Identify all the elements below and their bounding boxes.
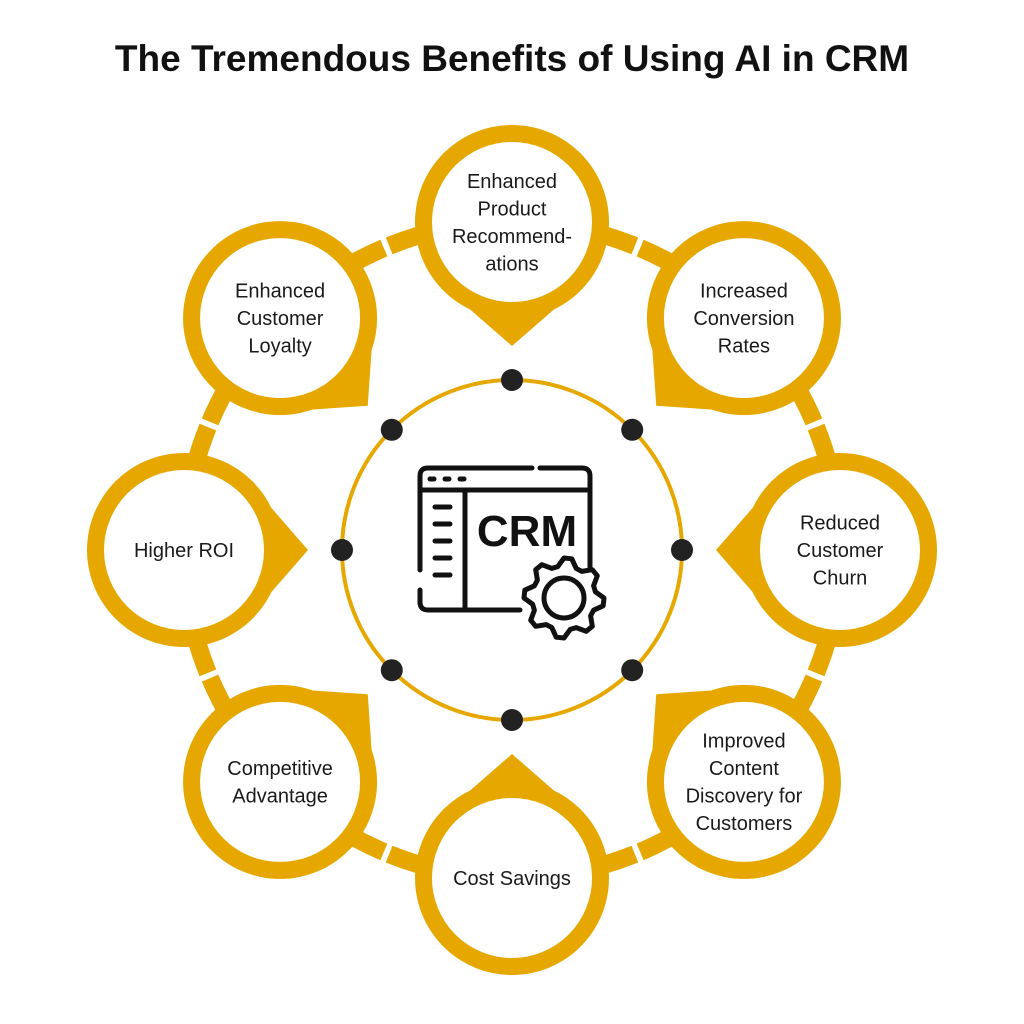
crm-icon-label: CRM [477,507,577,556]
benefit-circle-inner [760,470,920,630]
crm-window-gear-icon [417,465,607,641]
benefit-label: Content [709,758,779,780]
benefit-label: Discovery for [686,786,803,808]
benefit-label: Cost Savings [453,868,571,890]
benefit-circle-inner [200,238,361,399]
benefit-label: Customers [696,813,793,835]
benefit-label: Product [478,198,547,220]
ring-dot [621,418,644,441]
benefit-circle-inner [432,142,592,302]
benefit-label: Conversion [693,308,794,330]
benefit-label: Higher ROI [134,540,234,562]
benefit-label: Customer [237,308,324,330]
benefit-label: ations [485,253,538,275]
benefit-node: Higher ROI [87,423,308,677]
benefit-label: Reduced [800,513,880,535]
benefit-circle-inner [200,701,361,862]
benefit-circle-inner [432,798,592,958]
benefit-circle-inner [663,238,824,399]
ring-dot [621,659,644,682]
benefit-label: Enhanced [467,171,557,193]
ring-dot [671,539,693,561]
benefit-label: Loyalty [248,336,311,358]
benefit-label: Advantage [232,786,328,808]
benefit-label: Enhanced [235,281,325,303]
benefit-circle-inner [104,470,264,630]
benefit-circle-inner [663,701,824,862]
benefit-label: Improved [702,731,785,753]
benefit-label: Rates [718,336,770,358]
ring-dot [501,369,523,391]
ring-dot [501,709,523,731]
benefit-label: Increased [700,281,788,303]
benefit-label: Recommend- [452,226,572,248]
ring-dot [380,659,403,682]
page-title: The Tremendous Benefits of Using AI in C… [114,38,910,79]
benefit-label: Churn [813,568,867,590]
benefit-node: Cost Savings [385,754,639,975]
ring-dot [380,418,403,441]
benefit-label: Competitive [227,758,333,780]
ring-dot [331,539,353,561]
benefit-label: Customer [797,540,884,562]
